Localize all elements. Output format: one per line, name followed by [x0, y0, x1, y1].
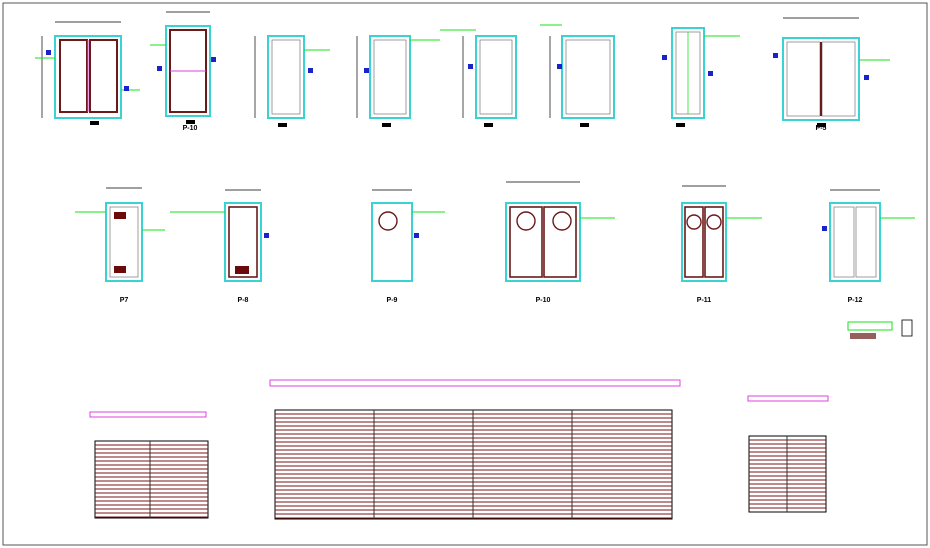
door-elevation-p8 [170, 189, 269, 282]
door-elevation-2 [150, 11, 216, 124]
row1-elevations: P-10 P-5 [35, 11, 890, 132]
row2-door-label-3: P-9 [387, 297, 398, 304]
plan-strip-top [269, 379, 681, 387]
door-elevation-p11 [681, 185, 762, 282]
door-elevation-p7 [75, 187, 165, 282]
slatted-gate-left [94, 440, 209, 519]
row2-door-label-5: P-11 [697, 297, 712, 304]
row2-door-label-2: P-8 [238, 297, 249, 304]
plan-strip-right [747, 395, 829, 402]
row2-door-label-1: P7 [120, 297, 129, 304]
plan-strip-left [89, 411, 207, 418]
door-elevation-p10 [505, 181, 615, 282]
door-elevation-4 [356, 35, 440, 127]
door-elevation-p12 [822, 189, 915, 282]
slatted-gate-right [748, 435, 827, 513]
door-elevation-6 [540, 24, 615, 127]
legend-block [847, 319, 913, 339]
door-elevation-7 [662, 27, 740, 127]
door-elevation-p9 [371, 189, 445, 282]
door-elevation-8 [773, 17, 890, 127]
slatted-gate-main [274, 409, 673, 520]
door-elevation-3 [254, 35, 330, 127]
door-elevation-5 [440, 29, 517, 127]
row2-door-label-6: P-12 [848, 297, 863, 304]
row2-door-label-4: P-10 [536, 297, 551, 304]
row1-door-label-8: P-5 [816, 125, 827, 132]
row2-elevations: P7 P-8 P-9 P-10 P-11 P-12 [75, 181, 915, 304]
row1-door-label-2: P-10 [183, 125, 198, 132]
door-elevation-1 [35, 21, 140, 125]
